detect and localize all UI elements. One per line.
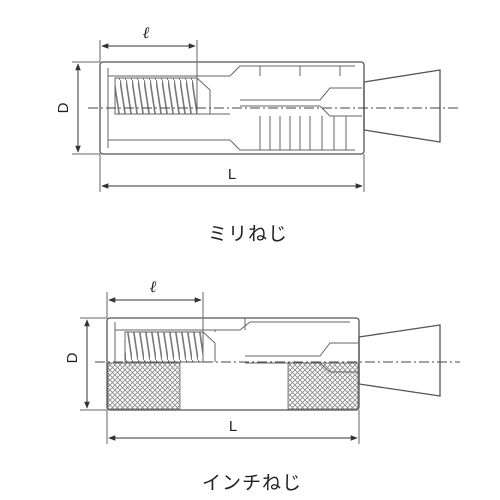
thread-coil-metric [114,77,198,115]
thread-coil-inch [124,331,204,363]
label-total-length-metric: L [228,166,236,183]
dimension-diameter-metric: D [55,61,100,155]
anchor-body-inch [106,317,360,411]
dimension-total-length-metric: L [99,154,365,192]
figure-inch: ℓ D L インチねじ [64,277,460,494]
label-diameter-inch: D [64,352,81,363]
dimension-total-length-inch: L [106,410,360,444]
knurl-band-left [107,362,181,410]
caption-metric: ミリねじ [208,223,288,245]
cone-wedge-metric [363,69,441,143]
cone-wedge-inch [358,324,441,397]
dimension-diameter-inch: D [64,317,107,411]
knurl-band-right [287,362,359,410]
figure-metric: ℓ D L ミリねじ [55,23,460,245]
label-thread-length-metric: ℓ [143,23,150,42]
label-thread-length-inch: ℓ [150,277,157,296]
label-diameter-metric: D [55,102,72,113]
expansion-ribs-metric [259,66,347,150]
label-total-length-inch: L [229,418,237,435]
caption-inch: インチねじ [202,472,302,494]
dimension-thread-length-metric: ℓ [99,23,198,78]
dimension-thread-length-inch: ℓ [106,277,204,332]
